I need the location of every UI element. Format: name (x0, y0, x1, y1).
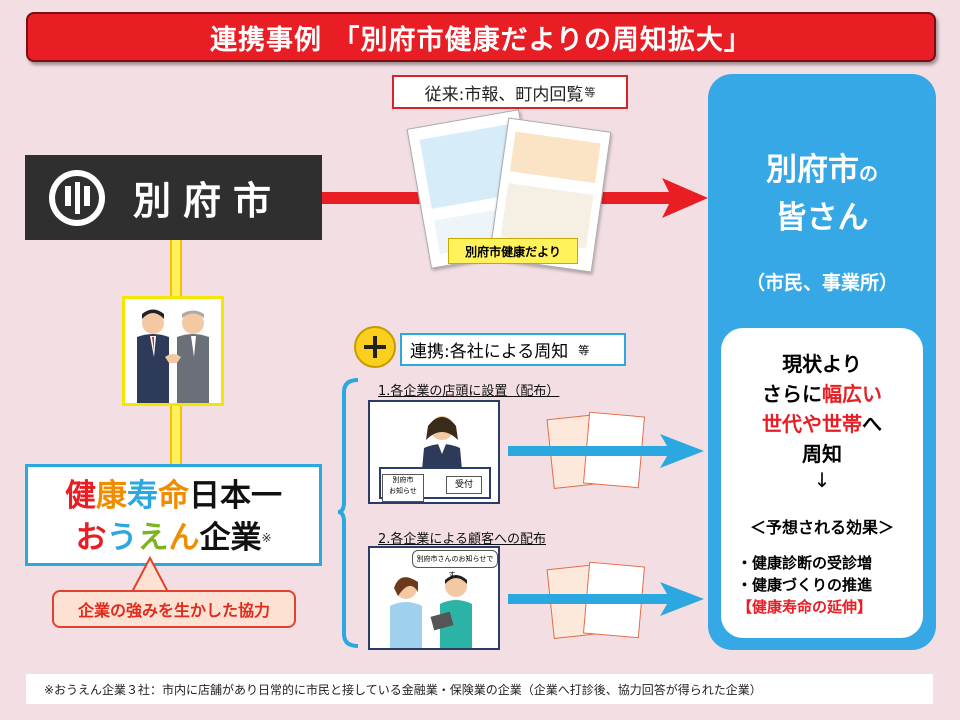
effect-emphasis: 【健康寿命の延伸】 (737, 596, 923, 617)
result-line1: 現状より (721, 348, 923, 377)
beppu-city-name: 別府市 (133, 170, 283, 225)
method2-label: 2.各企業による顧客への配布 (378, 528, 546, 547)
ouen-char: 命 (158, 478, 189, 514)
citizens-city: 別府市 (766, 152, 859, 188)
ouen-char: お (75, 520, 106, 556)
result-line3: 世代や世帯へ (721, 408, 923, 437)
ouen-char: ん (168, 520, 199, 556)
result-line2-em: 幅広い (822, 382, 882, 406)
effect-item: ・健康診断の受診増 (737, 552, 923, 573)
ouen-char: 康 (96, 478, 127, 514)
ouen-char: う (106, 520, 137, 556)
result-line2: さらに幅広い (721, 378, 923, 407)
effect-item: ・健康づくりの推進 (737, 574, 923, 595)
info-stand: 別府市 お知らせ (382, 474, 424, 502)
ouen-char: 日本一 (189, 478, 282, 514)
company-strength-callout: 企業の強みを生かした協力 (52, 590, 296, 628)
result-box: 現状より さらに幅広い 世代や世帯へ 周知 ↓ ＜予想される効果＞ ・健康診断の… (721, 328, 923, 638)
conventional-text: 従来:市報、町内回覧 (425, 80, 584, 105)
method2-arrow (508, 580, 708, 620)
page-title: 連携事例 「別府市健康だよりの周知拡大」 (26, 12, 936, 62)
method1-label: 1.各企業の店頭に設置（配布） (378, 380, 559, 399)
footnote: ※おうえん企業３社：市内に店舗があり日常的に市民と接している金融業・保険業の企業… (26, 674, 933, 704)
info-stand-line2: お知らせ (383, 486, 423, 497)
result-line4: 周知 (721, 438, 923, 467)
handshake-icon (125, 299, 221, 403)
ouen-company-box: 健康寿命日本一 おうえん企業※ (25, 464, 322, 566)
newsletter-label: 別府市健康だより (448, 238, 578, 264)
method1-arrow (508, 432, 708, 472)
city-emblem-icon (47, 168, 107, 228)
plus-icon (354, 326, 396, 368)
method-bracket (338, 378, 360, 648)
result-line2-pre: さらに (762, 382, 822, 406)
conventional-method-label: 従来:市報、町内回覧等 (392, 75, 628, 109)
conventional-suffix: 等 (584, 84, 595, 100)
ouen-char: 企業 (199, 520, 261, 556)
citizens-subtitle: （市民、事業所） (708, 268, 936, 295)
ouen-char: え (137, 520, 168, 556)
beppu-city-logo: 別府市 (25, 155, 322, 240)
speech-bubble: 別府市さんのお知らせです。 (412, 550, 498, 568)
down-arrow-icon: ↓ (721, 468, 923, 492)
citizens-title: 別府市の 皆さん (708, 148, 936, 240)
collaboration-label: 連携:各社による周知等 (400, 333, 626, 366)
ouen-line1: 健康寿命日本一 (28, 475, 319, 517)
collaboration-suffix: 等 (578, 342, 589, 358)
effects-heading: ＜予想される効果＞ (721, 514, 923, 538)
citizens-particle: の (859, 163, 878, 185)
handshake-illustration (122, 296, 224, 406)
ouen-char: 健 (65, 478, 96, 514)
reception-sign: 受付 (446, 476, 482, 494)
ouen-char: 寿 (127, 478, 158, 514)
info-stand-line1: 別府市 (383, 475, 423, 486)
ouen-note-mark: ※ (261, 531, 271, 545)
result-line3-post: へ (862, 412, 882, 436)
citizens-everyone: 皆さん (776, 200, 869, 236)
collaboration-text: 連携:各社による周知 (410, 337, 568, 362)
result-line3-em: 世代や世帯 (762, 412, 862, 436)
ouen-line2: おうえん企業※ (28, 517, 319, 559)
